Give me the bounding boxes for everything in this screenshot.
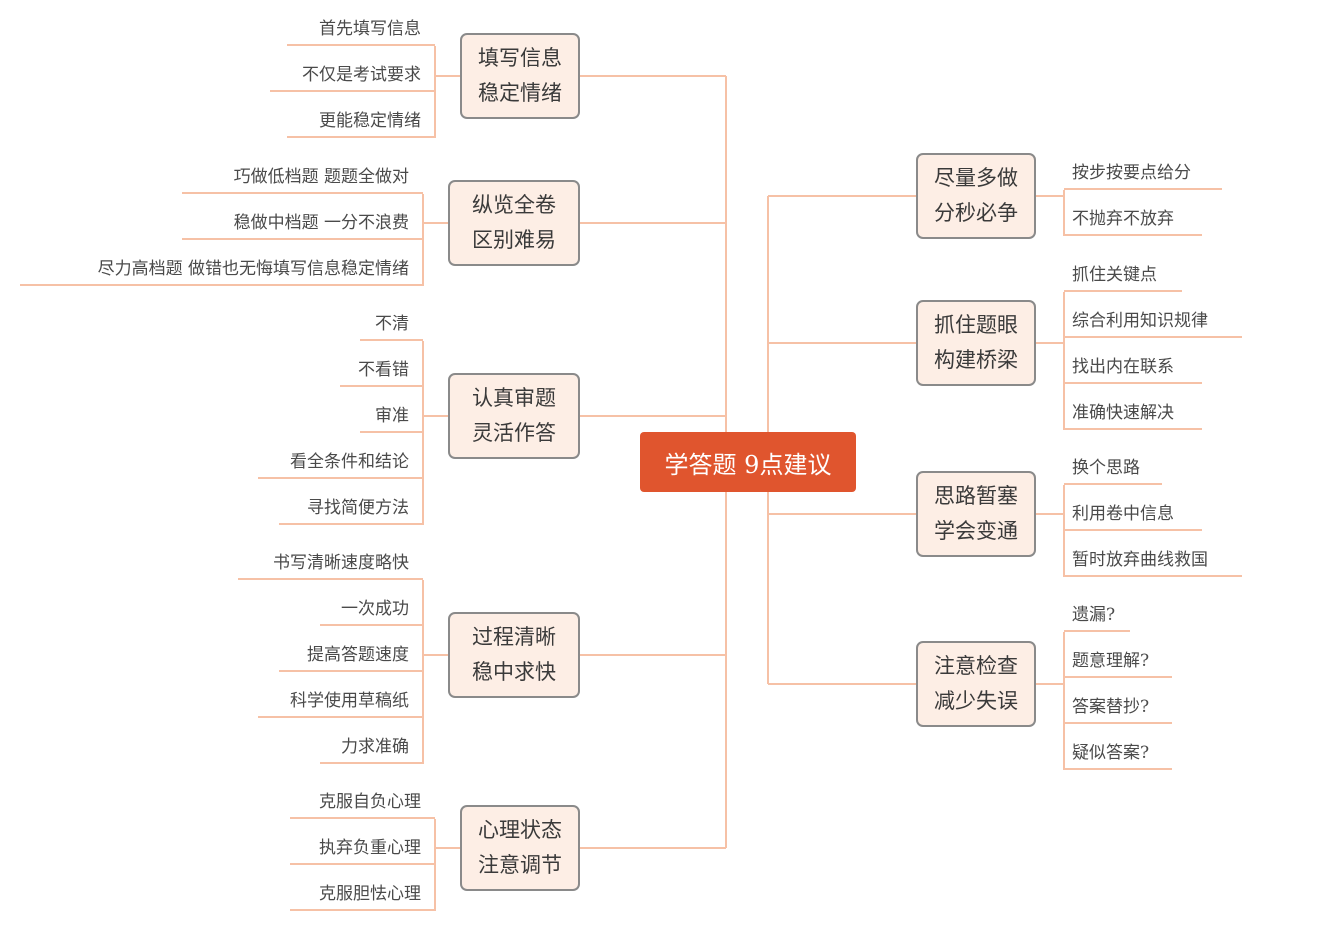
leaf-item: 更能稳定情绪 xyxy=(287,108,435,138)
leaf-item: 提高答题速度 xyxy=(279,642,423,672)
branch-line: 心理状态 xyxy=(478,818,562,842)
branch-line: 尽量多做 xyxy=(934,166,1018,190)
branch-mental-state: 心理状态 注意调节 xyxy=(460,805,580,891)
leaf-item: 寻找简便方法 xyxy=(279,495,423,525)
leaf-item: 利用卷中信息 xyxy=(1064,501,1202,531)
central-topic: 学答题 9点建议 xyxy=(640,432,856,492)
branch-check-answers: 注意检查 减少失误 xyxy=(916,641,1036,727)
leaf-item: 不清 xyxy=(360,311,423,341)
branch-line: 分秒必争 xyxy=(934,201,1018,225)
leaf-item: 稳做中档题 一分不浪费 xyxy=(182,210,423,240)
leaf-item: 执弃负重心理 xyxy=(290,835,435,865)
branch-overview-paper: 纵览全卷 区别难易 xyxy=(448,180,580,266)
leaf-item: 遗漏? xyxy=(1064,602,1130,632)
branch-line: 灵活作答 xyxy=(472,421,556,445)
branch-line: 区别难易 xyxy=(472,228,556,252)
branch-line: 构建桥梁 xyxy=(934,348,1018,372)
leaf-item: 不仅是考试要求 xyxy=(270,62,435,92)
branch-line: 填写信息 xyxy=(478,46,562,70)
leaf-item: 克服自负心理 xyxy=(290,789,435,819)
leaf-item: 题意理解? xyxy=(1064,648,1172,678)
branch-line: 认真审题 xyxy=(472,386,556,410)
leaf-item: 暂时放弃曲线救国 xyxy=(1064,547,1242,577)
branch-clear-process: 过程清晰 稳中求快 xyxy=(448,612,580,698)
branch-fill-info: 填写信息 稳定情绪 xyxy=(460,33,580,119)
leaf-item: 疑似答案? xyxy=(1064,740,1172,770)
leaf-item: 尽力高档题 做错也无悔填写信息稳定情绪 xyxy=(20,256,423,286)
leaf-item: 综合利用知识规律 xyxy=(1064,308,1242,338)
leaf-item: 审准 xyxy=(360,403,423,433)
leaf-item: 看全条件和结论 xyxy=(258,449,423,479)
leaf-item: 一次成功 xyxy=(320,596,423,626)
leaf-item: 巧做低档题 题题全做对 xyxy=(182,164,423,194)
leaf-item: 不看错 xyxy=(340,357,423,387)
leaf-item: 克服胆怯心理 xyxy=(290,881,435,911)
branch-key-point: 抓住题眼 构建桥梁 xyxy=(916,300,1036,386)
leaf-item: 首先填写信息 xyxy=(287,16,435,46)
branch-flexible-thinking: 思路暂塞 学会变通 xyxy=(916,471,1036,557)
leaf-item: 找出内在联系 xyxy=(1064,354,1202,384)
branch-line: 抓住题眼 xyxy=(934,313,1018,337)
leaf-item: 科学使用草稿纸 xyxy=(258,688,423,718)
leaf-item: 准确快速解决 xyxy=(1064,400,1202,430)
leaf-item: 力求准确 xyxy=(320,734,423,764)
branch-line: 思路暂塞 xyxy=(934,484,1018,508)
branch-line: 注意调节 xyxy=(478,853,562,877)
branch-line: 学会变通 xyxy=(934,519,1018,543)
branch-line: 稳中求快 xyxy=(472,660,556,684)
leaf-item: 书写清晰速度略快 xyxy=(238,550,423,580)
branch-line: 减少失误 xyxy=(934,689,1018,713)
leaf-item: 抓住关键点 xyxy=(1064,262,1182,292)
leaf-item: 换个思路 xyxy=(1064,455,1162,485)
branch-line: 过程清晰 xyxy=(472,625,556,649)
branch-line: 纵览全卷 xyxy=(472,193,556,217)
leaf-item: 不抛弃不放弃 xyxy=(1064,206,1202,236)
leaf-item: 按步按要点给分 xyxy=(1064,160,1222,190)
branch-line: 稳定情绪 xyxy=(478,81,562,105)
branch-careful-reading: 认真审题 灵活作答 xyxy=(448,373,580,459)
leaf-item: 答案替抄? xyxy=(1064,694,1172,724)
branch-line: 注意检查 xyxy=(934,654,1018,678)
branch-do-more: 尽量多做 分秒必争 xyxy=(916,153,1036,239)
